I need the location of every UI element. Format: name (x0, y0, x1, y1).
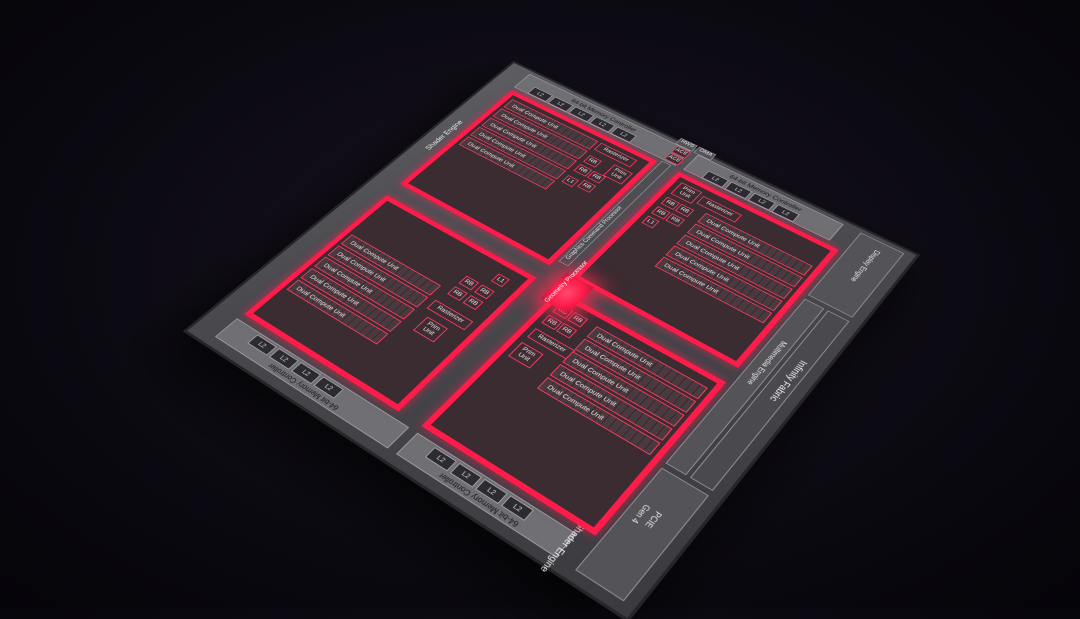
rb-block: RB (577, 179, 597, 193)
rb-block: RB (665, 213, 685, 227)
rb-block: RB (556, 323, 578, 339)
prim-unit-block: Prim Unit (602, 164, 633, 185)
rb-block: RB (583, 155, 603, 168)
rb-block: RB (586, 170, 606, 184)
l1-block: L1 (561, 175, 580, 188)
prim-unit-block: Prim Unit (508, 341, 544, 369)
rb-block: RB (474, 284, 495, 300)
rb-block: RB (567, 312, 589, 328)
rb-block: RB (462, 295, 484, 311)
gpu-die: 64-bit Memory Controller L2 L2 L2 L2 L2 … (182, 60, 921, 619)
l1-block: L1 (490, 273, 510, 288)
prim-unit-block: Prim Unit (412, 316, 448, 343)
display-engine-label: Display Engine (848, 248, 882, 284)
rb-block: RB (674, 203, 695, 218)
l1-block: L1 (641, 215, 660, 229)
rb-block: RB (458, 275, 480, 291)
rb-block: RB (447, 286, 468, 301)
